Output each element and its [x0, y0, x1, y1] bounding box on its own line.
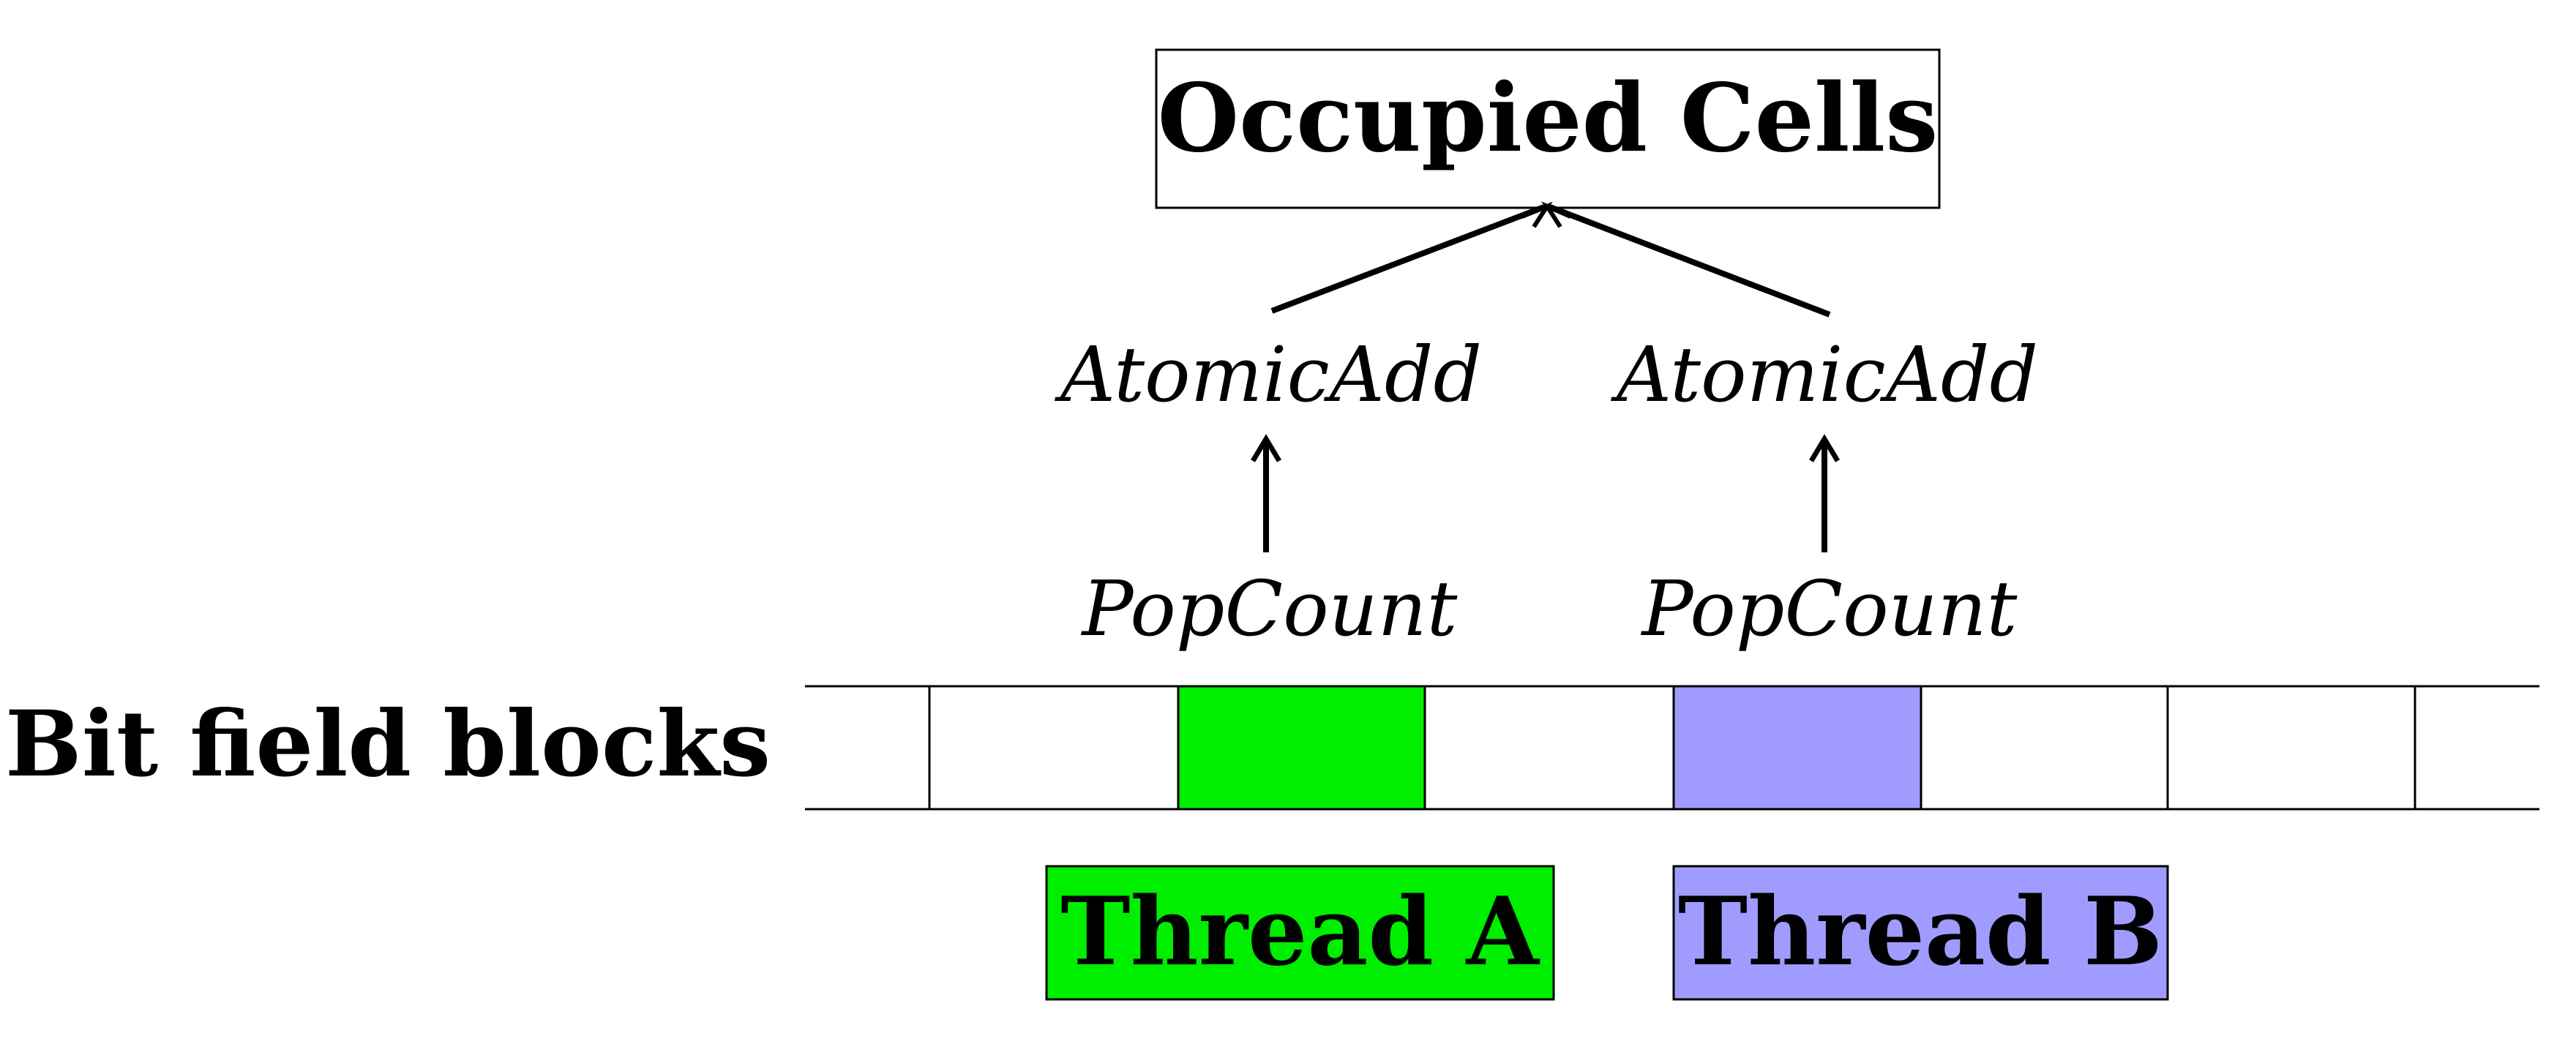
atomic-add-label-b: AtomicAdd [1611, 330, 2038, 419]
thread-b-box [1672, 865, 2169, 1001]
bit-block [2415, 686, 2539, 809]
arrow-right-to-occupied [1549, 204, 1831, 318]
occupied-arrowhead-icon [1521, 201, 1553, 228]
bit-block-thread-b [1674, 686, 1921, 809]
arrow-up-b-icon [1808, 434, 1841, 462]
popcount-label-a: PopCount [1081, 564, 1458, 653]
arrow-up-a-icon [1250, 434, 1282, 462]
arrow-left-to-occupied [1270, 204, 1546, 314]
occupied-arrowhead-right-icon [1541, 201, 1572, 228]
atomic-add-label-a: AtomicAdd [1055, 330, 1482, 419]
thread-a-label: Thread A [1060, 877, 1540, 987]
thread-a-box [1045, 865, 1555, 1001]
occupied-cells-title: Occupied Cells [1158, 64, 1939, 173]
bit-field-blocks-label: Bit field blocks [5, 691, 771, 797]
bit-block [805, 686, 929, 809]
bit-field-strip [805, 685, 2539, 811]
popcount-label-b: PopCount [1641, 564, 2018, 653]
bit-block [929, 686, 1178, 809]
occupied-cells-box [1155, 48, 1941, 209]
bit-block [1425, 686, 1674, 809]
bit-block [1921, 686, 2168, 809]
bit-block-thread-a [1178, 686, 1425, 809]
thread-b-label: Thread B [1678, 877, 2163, 987]
bit-block [2168, 686, 2415, 809]
